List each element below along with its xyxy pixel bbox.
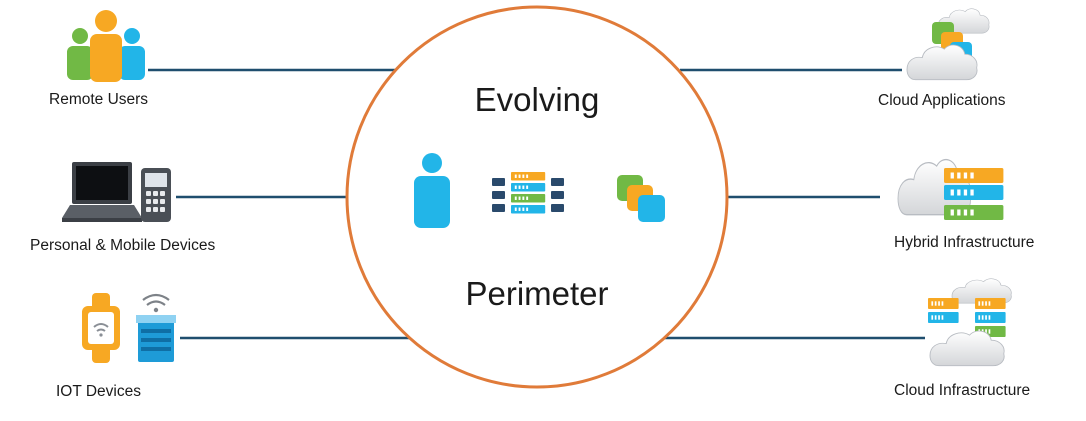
app-stack-icon (617, 175, 665, 222)
cloud-apps-icon (906, 8, 990, 81)
hybrid-infra-label: Hybrid Infrastructure (894, 234, 1035, 251)
cloud-apps-label: Cloud Applications (878, 92, 1006, 109)
perimeter-title-top: Evolving (474, 81, 600, 118)
cloud-infra-icon (928, 278, 1012, 367)
iot-devices-icon (82, 293, 176, 363)
user-icon (414, 153, 450, 228)
perimeter-title-bottom: Perimeter (465, 275, 609, 312)
personal-devices-label: Personal & Mobile Devices (30, 237, 216, 254)
laptop-phone-icon (62, 162, 171, 222)
cloud-infra-label: Cloud Infrastructure (894, 382, 1031, 399)
iot-devices-label: IOT Devices (56, 383, 141, 400)
remote-users-icon (67, 10, 145, 82)
remote-users-label: Remote Users (49, 91, 149, 108)
server-rack-icon (492, 172, 564, 214)
hybrid-infra-icon (897, 158, 1004, 220)
